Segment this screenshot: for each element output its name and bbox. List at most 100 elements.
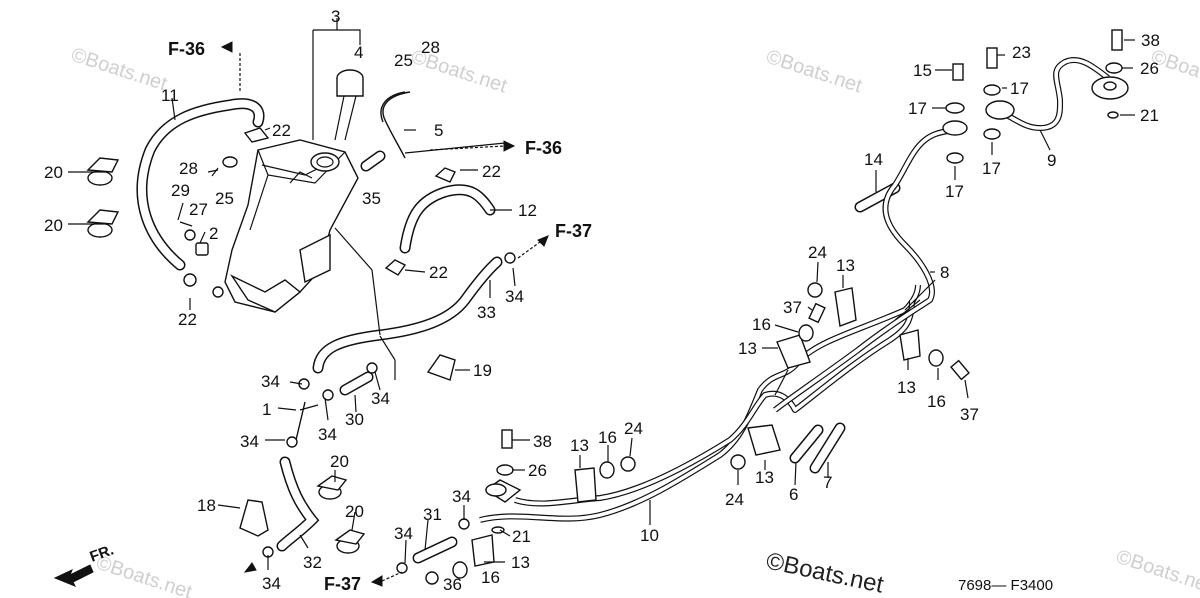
clip bbox=[243, 127, 270, 143]
watermark: ©Boats.net bbox=[68, 44, 170, 96]
clamp-20-left-bottom bbox=[86, 209, 120, 238]
part-label[interactable]: 26 bbox=[528, 461, 547, 480]
part-label[interactable]: 28 bbox=[421, 38, 440, 57]
part-label[interactable]: 38 bbox=[533, 432, 552, 451]
watermark: ©Boats.net bbox=[1113, 546, 1200, 598]
holder-18 bbox=[239, 499, 269, 537]
part-label[interactable]: 20 bbox=[345, 502, 364, 521]
part-label[interactable]: 34 bbox=[505, 287, 524, 306]
part-label[interactable]: 29 bbox=[171, 181, 190, 200]
part-label[interactable]: 34 bbox=[452, 487, 471, 506]
part-label[interactable]: 13 bbox=[511, 553, 530, 572]
part-label[interactable]: 1 bbox=[262, 400, 271, 419]
right-hardware bbox=[942, 29, 1123, 164]
part-label[interactable]: 13 bbox=[836, 256, 855, 275]
part-label[interactable]: 16 bbox=[598, 428, 617, 447]
nut-24 bbox=[620, 456, 636, 472]
part-label[interactable]: 17 bbox=[945, 182, 964, 201]
bolt-37 bbox=[808, 302, 826, 324]
part-label[interactable]: 6 bbox=[789, 485, 798, 504]
part-label[interactable]: 26 bbox=[1140, 59, 1159, 78]
clamp-19 bbox=[426, 354, 456, 381]
ref-f36-right[interactable]: F-36 bbox=[525, 138, 562, 158]
bracket-13 bbox=[471, 534, 495, 567]
part-label[interactable]: 9 bbox=[1047, 151, 1056, 170]
part-label[interactable]: 37 bbox=[783, 298, 802, 317]
ref-f37-right[interactable]: F-37 bbox=[555, 221, 592, 241]
part-label[interactable]: 13 bbox=[897, 378, 916, 397]
part-label[interactable]: 23 bbox=[1012, 43, 1031, 62]
part-number-labels: 1 2 3 4 5 6 7 8 9 10 11 12 13 13 13 13 1… bbox=[44, 7, 1160, 594]
part-label[interactable]: 20 bbox=[44, 163, 63, 182]
part-label[interactable]: 34 bbox=[261, 372, 280, 391]
part-label[interactable]: 14 bbox=[864, 150, 883, 169]
part-label[interactable]: 21 bbox=[1140, 106, 1159, 125]
part-label[interactable]: 22 bbox=[482, 162, 501, 181]
part-label[interactable]: 13 bbox=[755, 468, 774, 487]
part-label[interactable]: 34 bbox=[240, 432, 259, 451]
washer-16 bbox=[928, 349, 944, 367]
ref-f37-bottom[interactable]: F-37 bbox=[324, 574, 361, 594]
part-label[interactable]: 4 bbox=[354, 43, 363, 62]
part-label[interactable]: 17 bbox=[982, 159, 1001, 178]
part-label[interactable]: 34 bbox=[318, 425, 337, 444]
part-label[interactable]: 15 bbox=[913, 61, 932, 80]
watermark: ©Boats.net bbox=[763, 46, 865, 98]
part-label[interactable]: 5 bbox=[434, 121, 443, 140]
part-label[interactable]: 18 bbox=[197, 496, 216, 515]
part-label[interactable]: 24 bbox=[725, 490, 744, 509]
part-label[interactable]: 3 bbox=[331, 7, 340, 26]
part-label[interactable]: 13 bbox=[738, 339, 757, 358]
part-label[interactable]: 17 bbox=[908, 99, 927, 118]
part-label[interactable]: 13 bbox=[570, 436, 589, 455]
part-label[interactable]: 32 bbox=[303, 553, 322, 572]
part-label[interactable]: 17 bbox=[1010, 79, 1029, 98]
part-label[interactable]: 21 bbox=[512, 527, 531, 546]
watermark-copyright: ©Boats.net bbox=[764, 547, 886, 598]
front-arrow-icon bbox=[53, 564, 94, 587]
part-label[interactable]: 34 bbox=[371, 389, 390, 408]
part-label[interactable]: 31 bbox=[423, 505, 442, 524]
part-label[interactable]: 30 bbox=[345, 410, 364, 429]
washer-16 bbox=[599, 461, 615, 479]
bracket-13 bbox=[776, 334, 811, 369]
tube-30 bbox=[339, 371, 374, 396]
part-label[interactable]: 7 bbox=[823, 473, 832, 492]
part-label[interactable]: 19 bbox=[473, 361, 492, 380]
part-label[interactable]: 24 bbox=[624, 419, 643, 438]
part-label[interactable]: 27 bbox=[189, 200, 208, 219]
part-label[interactable]: 34 bbox=[262, 574, 281, 593]
part-label[interactable]: 8 bbox=[940, 263, 949, 282]
part-label[interactable]: 12 bbox=[518, 201, 537, 220]
part-label[interactable]: 16 bbox=[481, 568, 500, 587]
tube-33 bbox=[312, 256, 503, 374]
part-label[interactable]: 22 bbox=[178, 310, 197, 329]
part-label[interactable]: 28 bbox=[179, 159, 198, 178]
part-label[interactable]: 34 bbox=[394, 524, 413, 543]
tube-6 bbox=[789, 424, 824, 464]
washer bbox=[222, 156, 238, 168]
part-label[interactable]: 20 bbox=[330, 452, 349, 471]
part-label[interactable]: 36 bbox=[443, 575, 462, 594]
part-label[interactable]: 24 bbox=[808, 243, 827, 262]
part-label[interactable]: 20 bbox=[44, 216, 63, 235]
washer-21 bbox=[491, 526, 505, 534]
part-label[interactable]: 35 bbox=[362, 189, 381, 208]
part-label[interactable]: 25 bbox=[394, 51, 413, 70]
ref-f36-top[interactable]: F-36 bbox=[168, 39, 205, 59]
part-label[interactable]: 37 bbox=[960, 405, 979, 424]
part-label[interactable]: 2 bbox=[209, 224, 218, 243]
part-label[interactable]: 25 bbox=[215, 189, 234, 208]
part-label[interactable]: 16 bbox=[752, 315, 771, 334]
part-label[interactable]: 10 bbox=[640, 526, 659, 545]
tube-31 bbox=[412, 536, 458, 564]
part-label[interactable]: 33 bbox=[477, 303, 496, 322]
part-label[interactable]: 11 bbox=[161, 86, 179, 105]
part-label[interactable]: 16 bbox=[927, 392, 946, 411]
part-label[interactable]: 22 bbox=[272, 121, 291, 140]
part-label[interactable]: 22 bbox=[429, 263, 448, 282]
bolt-37 bbox=[950, 359, 970, 381]
part-label[interactable]: 38 bbox=[1141, 31, 1160, 50]
hose-12 bbox=[399, 184, 496, 254]
